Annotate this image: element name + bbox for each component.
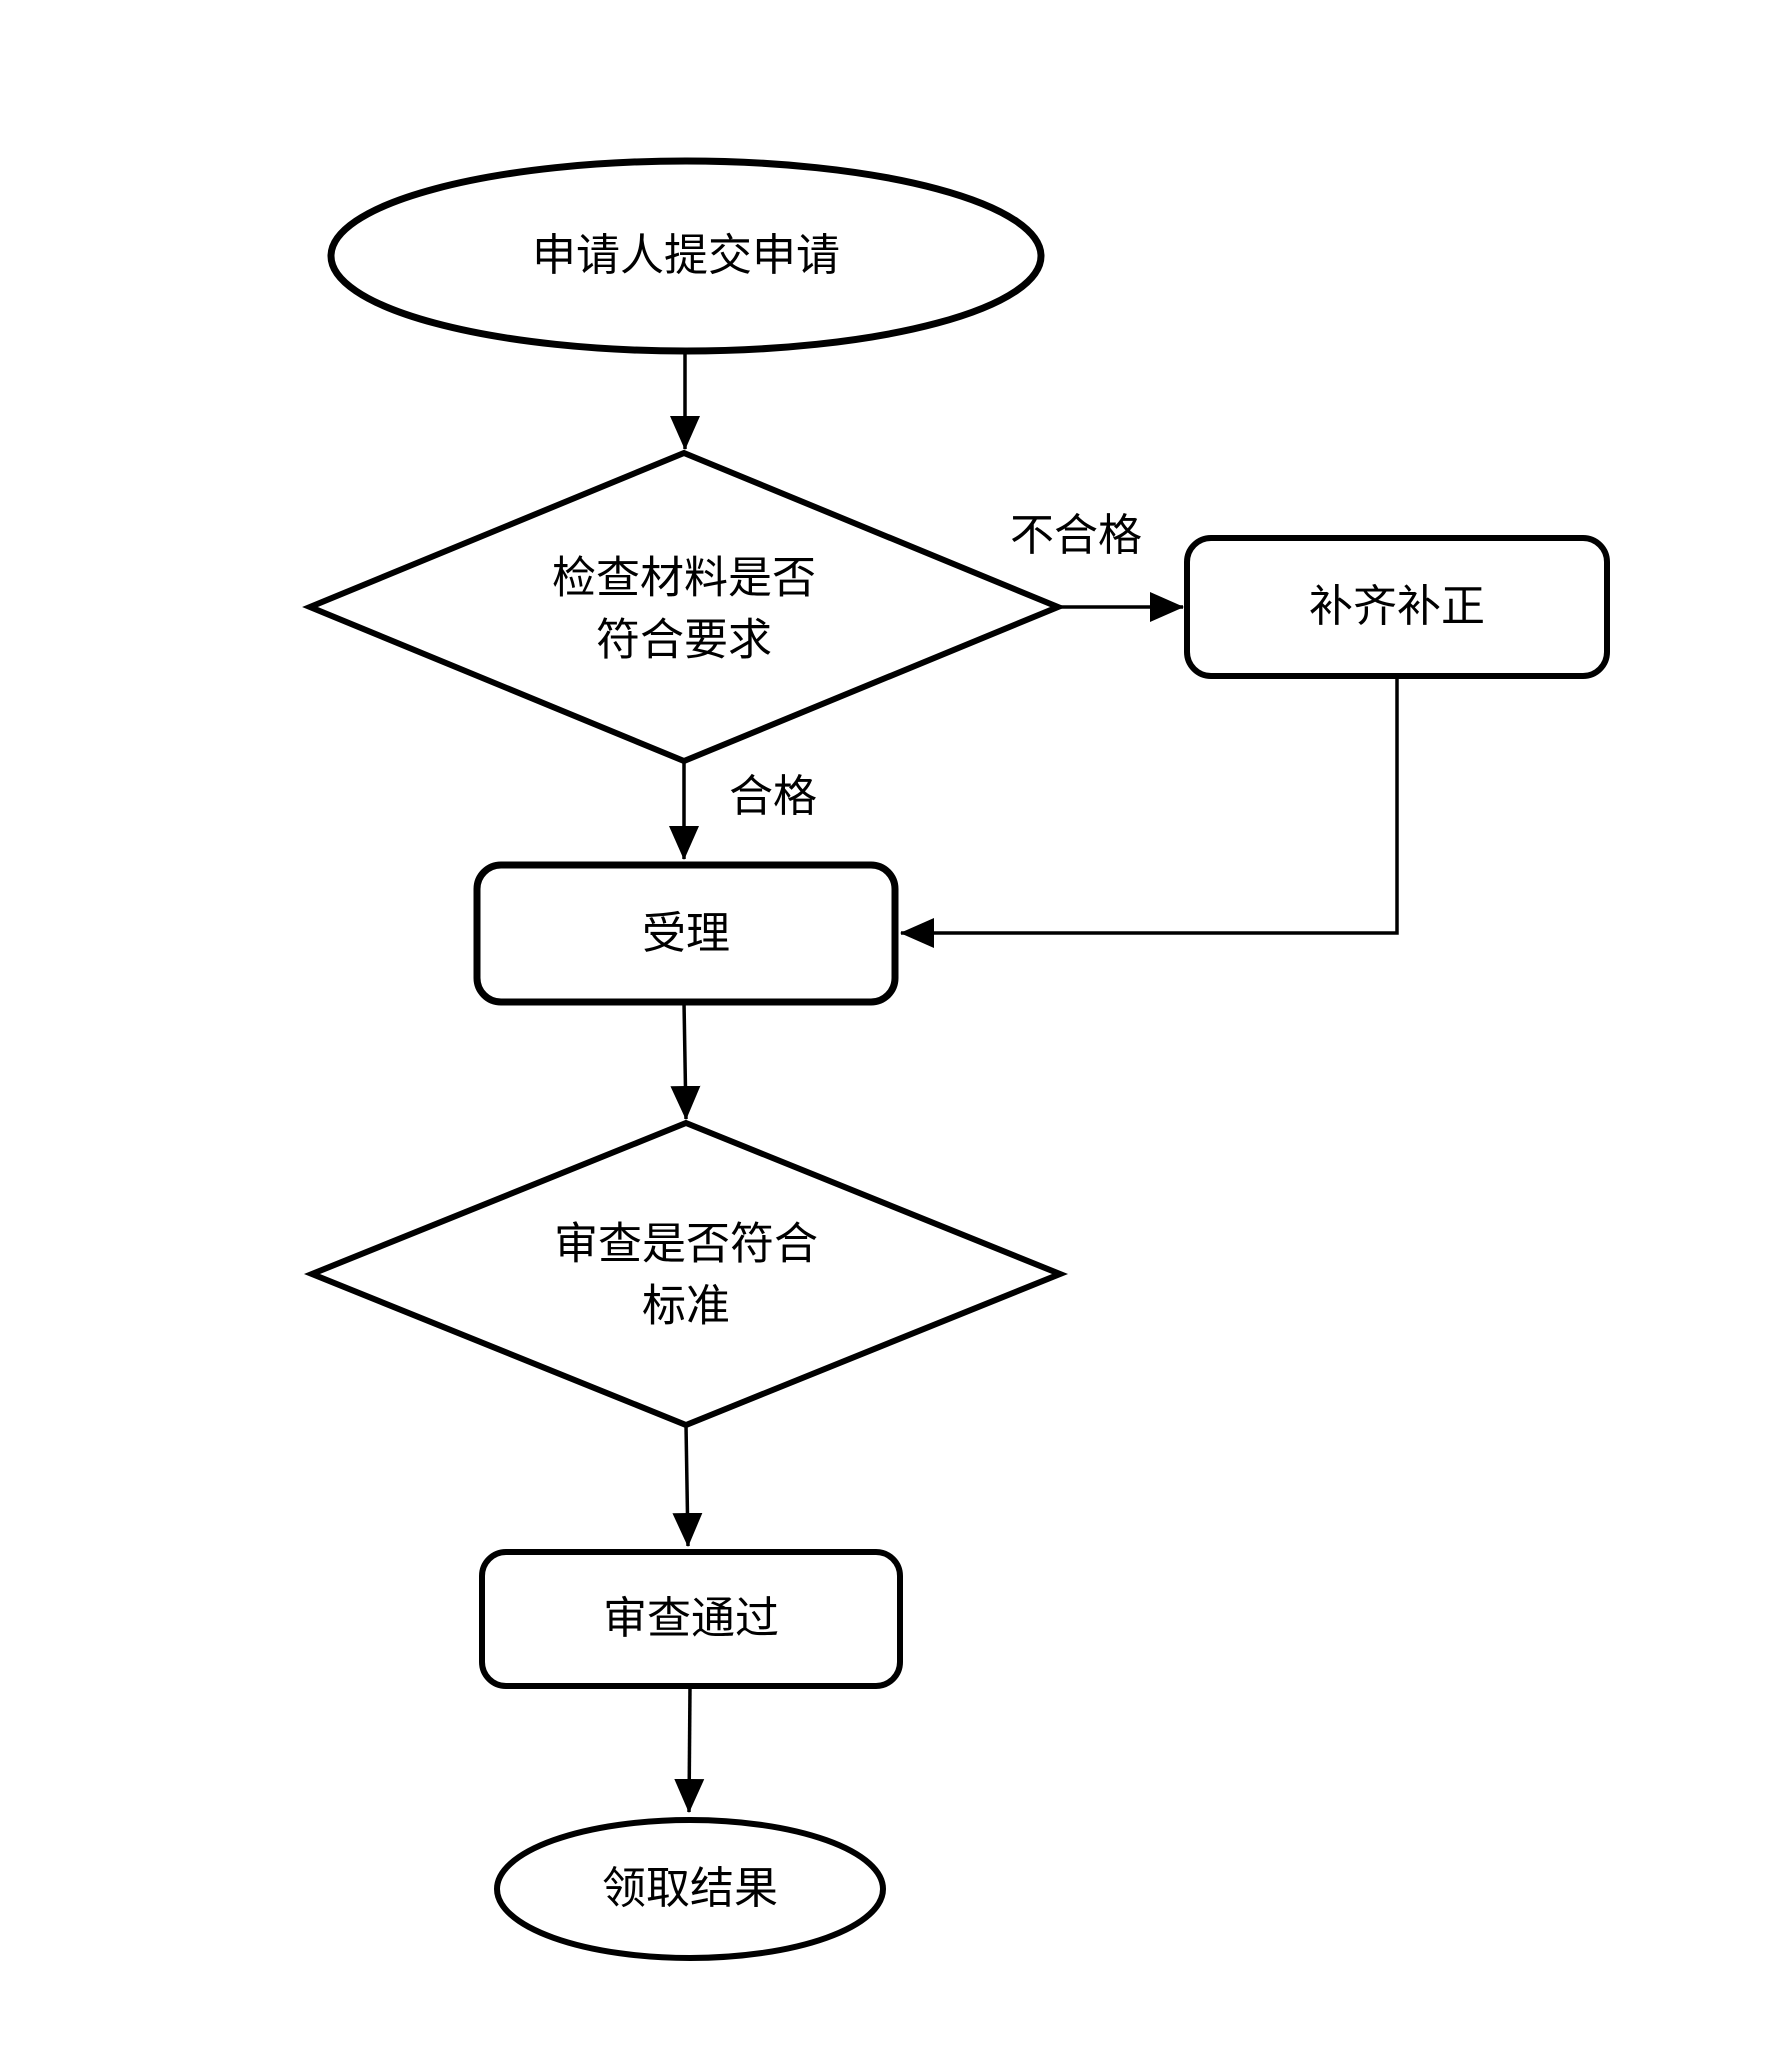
end-ellipse-shape — [494, 1817, 886, 1961]
supplement-rect-shape — [1184, 535, 1610, 679]
review-label-line2: 标准 — [642, 1282, 730, 1331]
review-diamond-shape — [303, 1119, 1069, 1429]
review-label-line1: 审查是否符合 — [554, 1219, 818, 1269]
check-materials-diamond-shape — [302, 449, 1066, 765]
accept-rect-shape — [473, 861, 899, 1006]
edge-label-pass: 合格 — [729, 771, 817, 821]
supplement-node-label: 补齐补正 — [1309, 581, 1485, 631]
start-node-label: 申请人提交申请 — [532, 230, 840, 280]
review-passed-rect-shape — [479, 1549, 903, 1689]
end-node-label: 领取结果 — [602, 1863, 778, 1913]
check-materials-label-line2: 符合要求 — [596, 616, 772, 665]
edge-passed-to-end — [674, 1685, 705, 1813]
review-passed-node-label: 审查通过 — [603, 1593, 779, 1643]
edge-review-to-passed — [672, 1424, 703, 1547]
check-materials-label-line1: 检查材料是否 — [552, 553, 816, 603]
start-ellipse-shape — [327, 157, 1045, 355]
accept-node-label: 受理 — [642, 908, 730, 958]
review-node-label: 审查是否符合 标准 — [554, 1207, 818, 1346]
edge-supplement-to-accept-feedback — [900, 676, 1399, 948]
check-materials-node-label: 检查材料是否 符合要求 — [552, 541, 816, 680]
edge-label-fail: 不合格 — [1010, 510, 1142, 560]
edge-accept-to-review — [670, 1001, 701, 1120]
